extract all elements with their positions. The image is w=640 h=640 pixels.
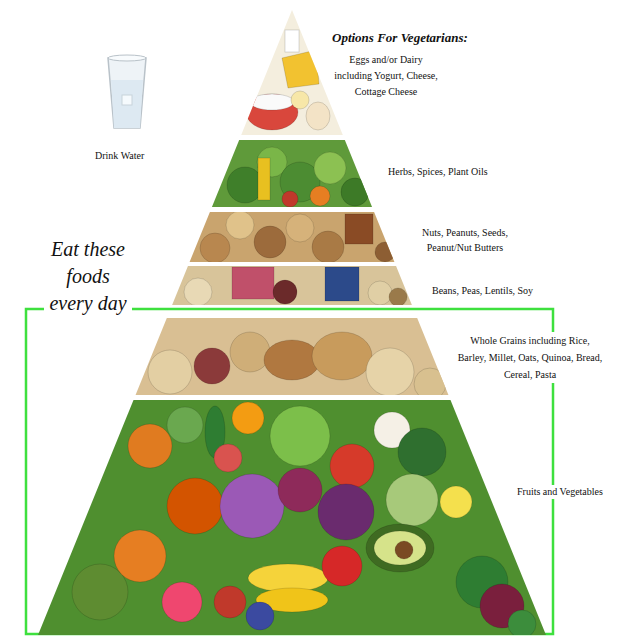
food-item [282, 191, 298, 207]
food-item [282, 50, 319, 88]
food-item [167, 407, 203, 443]
food-item [246, 94, 298, 130]
band-label: Beans, Peas, Lentils, Soy [432, 284, 533, 298]
food-item [312, 231, 344, 263]
food-item [386, 474, 438, 526]
pyramid-band: Nuts, Peanuts, Seeds, Peanut/Nut Butters [189, 212, 522, 264]
band-fill [212, 140, 372, 207]
food-item [414, 368, 446, 400]
food-group [72, 402, 536, 638]
food-item [220, 474, 284, 538]
band-fill [190, 212, 395, 262]
food-item [310, 186, 330, 206]
band-label: Fruits and Vegetables [517, 485, 603, 499]
food-item [374, 531, 426, 565]
food-item [286, 214, 314, 242]
food-group [184, 267, 407, 306]
food-group [246, 30, 330, 130]
food-item [314, 152, 346, 184]
food-item [214, 444, 242, 472]
food-item [291, 91, 309, 109]
food-item [389, 288, 407, 306]
food-item [368, 281, 392, 305]
food-item [375, 242, 395, 262]
food-item [330, 444, 374, 488]
food-item [148, 350, 192, 394]
food-item [345, 214, 373, 244]
pyramid-band: Whole Grains including Rice, Barley, Mil… [135, 318, 607, 397]
pyramid-band: Options For Vegetarians: Eggs and/or Dair… [241, 10, 470, 137]
food-item [273, 280, 297, 304]
food-item [278, 468, 322, 512]
food-item [254, 226, 286, 258]
food-item [167, 478, 223, 534]
food-item [250, 94, 294, 110]
food-item [184, 278, 212, 306]
food-item [264, 340, 320, 380]
water-label: Drink Water [95, 149, 144, 163]
pyramid-band: Fruits and Vegetables [38, 400, 605, 637]
band-picture [38, 400, 605, 637]
food-item [200, 233, 230, 263]
food-group [200, 211, 395, 263]
food-item [128, 424, 172, 468]
water-glass [108, 55, 146, 128]
food-item [366, 348, 414, 396]
pyramid-band: Beans, Peas, Lentils, Soy [172, 266, 536, 307]
food-item [395, 541, 413, 559]
food-item [232, 402, 264, 434]
food-item [162, 582, 202, 622]
band-label: Eggs and/or Dairy including Yogurt, Chee… [330, 52, 442, 100]
food-group [227, 147, 369, 207]
food-item [322, 546, 362, 586]
band-label: Nuts, Peanuts, Seeds, Peanut/Nut Butters [410, 225, 520, 255]
glass-rim [108, 55, 146, 61]
food-item [312, 332, 372, 380]
food-item [114, 530, 166, 582]
food-item [318, 484, 374, 540]
pyramid-band: Herbs, Spices, Plant Oils [211, 140, 490, 209]
food-item [214, 586, 246, 618]
band-label: Whole Grains including Rice, Barley, Mil… [455, 332, 605, 383]
food-item [232, 267, 274, 299]
band-heading: Options For Vegetarians: [332, 30, 468, 45]
daily-note: Eat these foods every day [44, 236, 132, 317]
food-item [508, 610, 536, 638]
band-fill [172, 266, 412, 305]
glass-body [108, 58, 146, 128]
food-item [285, 30, 299, 52]
food-item [306, 102, 330, 130]
band-fill [241, 10, 343, 135]
food-group [148, 332, 446, 400]
food-item [194, 348, 230, 384]
food-item [366, 524, 434, 572]
food-item [226, 211, 254, 239]
food-item [258, 158, 270, 200]
glass-water [111, 80, 143, 128]
food-item [440, 486, 472, 518]
food-item [325, 267, 359, 301]
ice-cube [122, 95, 132, 105]
food-item [398, 428, 446, 476]
band-fill [38, 400, 546, 635]
band-label: Herbs, Spices, Plant Oils [388, 165, 488, 179]
band-fill [136, 318, 449, 395]
food-item [341, 178, 369, 206]
food-item [270, 406, 330, 466]
food-item [246, 602, 274, 630]
food-item [230, 332, 270, 372]
